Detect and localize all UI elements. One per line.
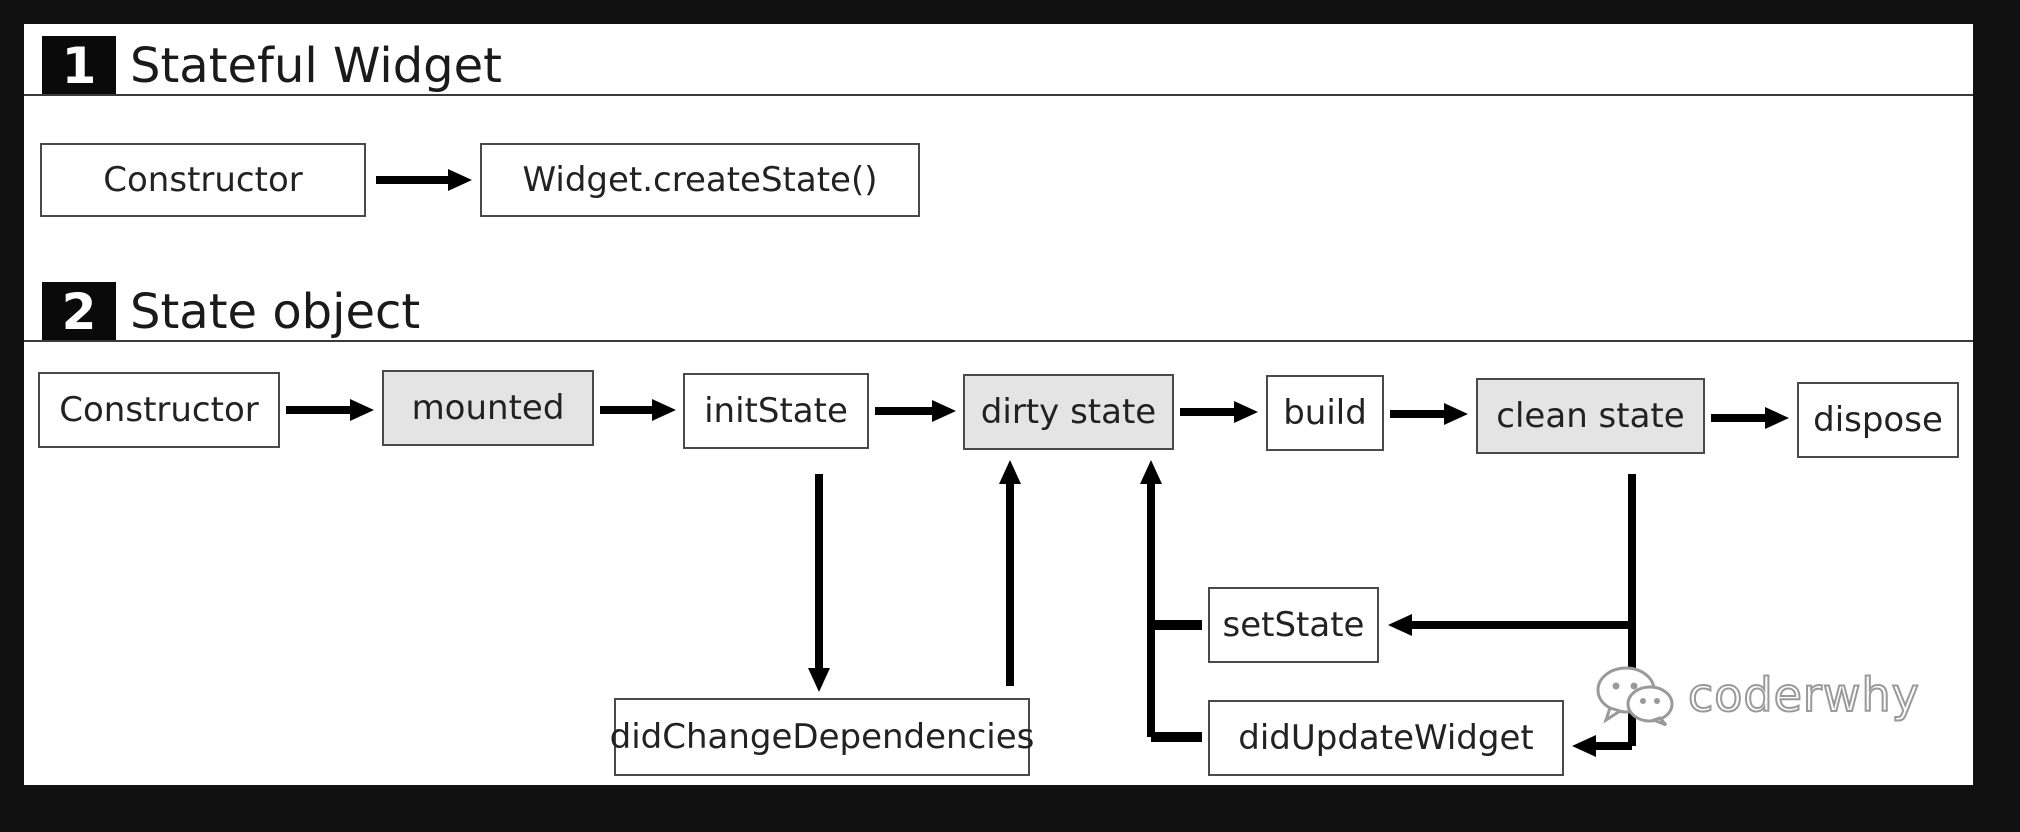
arrowhead — [1444, 403, 1468, 425]
section-1-header: 1 Stateful Widget — [42, 36, 502, 96]
node-state-constructor: Constructor — [38, 372, 280, 448]
section-2-rule — [24, 340, 1973, 342]
arrowhead — [1140, 460, 1162, 484]
node-dispose: dispose — [1797, 382, 1959, 458]
arrowhead — [932, 400, 956, 422]
arrowhead — [448, 169, 472, 191]
section-2-title: State object — [130, 284, 421, 340]
node-mounted: mounted — [382, 370, 594, 446]
section-2-number: 2 — [42, 282, 116, 342]
arrowhead — [350, 399, 374, 421]
node-did-update-widget: didUpdateWidget — [1208, 700, 1564, 776]
arrowhead — [652, 399, 676, 421]
arrowhead — [808, 668, 830, 692]
watermark: coderwhy — [1594, 664, 1920, 726]
section-1-rule — [24, 94, 1973, 96]
section-1-number: 1 — [42, 36, 116, 96]
arrowhead — [999, 460, 1021, 484]
node-init-state: initState — [683, 373, 869, 449]
arrowhead — [1388, 614, 1412, 636]
arrowhead — [1234, 401, 1258, 423]
node-dirty-state: dirty state — [963, 374, 1174, 450]
node-create-state: Widget.createState() — [480, 143, 920, 217]
section-1-title: Stateful Widget — [130, 38, 502, 94]
node-set-state: setState — [1208, 587, 1379, 663]
arrowhead — [1765, 407, 1789, 429]
diagram-panel: 1 Stateful Widget Constructor Widget.cre… — [24, 24, 1973, 785]
wechat-icon — [1596, 666, 1674, 726]
watermark-text: coderwhy — [1687, 667, 1920, 723]
arrowhead — [1572, 735, 1596, 757]
section-2-header: 2 State object — [42, 282, 420, 342]
node-widget-constructor: Constructor — [40, 143, 366, 217]
node-build: build — [1266, 375, 1384, 451]
node-did-change-dependencies: didChangeDependencies — [610, 698, 1034, 776]
node-clean-state: clean state — [1476, 378, 1705, 454]
